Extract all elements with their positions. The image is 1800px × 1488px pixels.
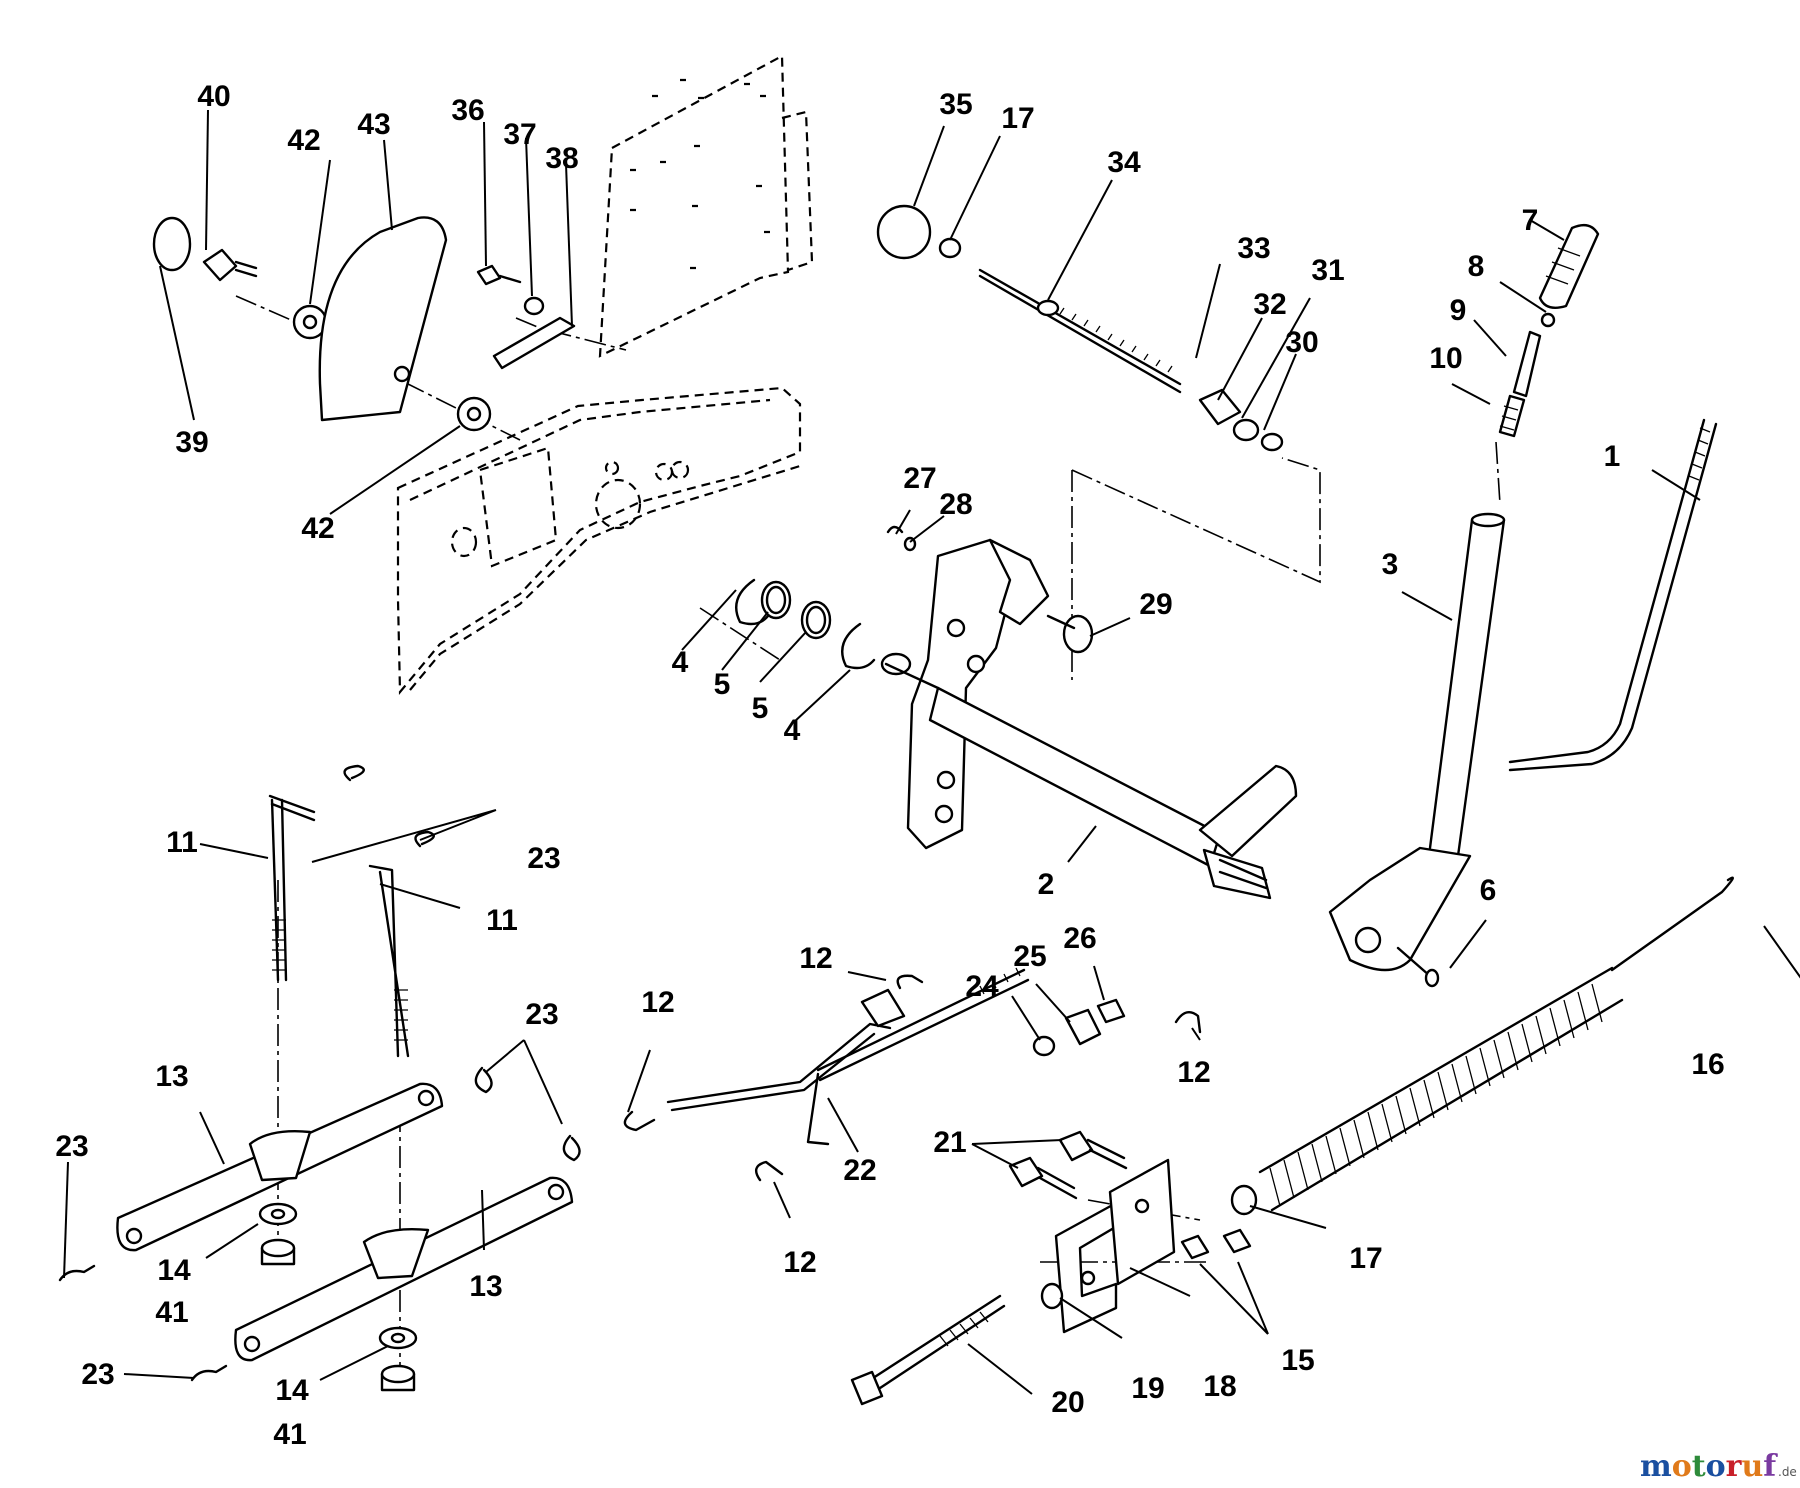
spring-bracket <box>850 1130 1252 1406</box>
label-8: 8 <box>1468 250 1485 283</box>
label-40: 40 <box>197 80 230 113</box>
label-33: 33 <box>1237 232 1270 265</box>
lift-arms <box>116 1082 574 1362</box>
label-6: 6 <box>1480 874 1497 907</box>
label-23c: 23 <box>55 1130 88 1163</box>
label-13a: 13 <box>155 1060 188 1093</box>
adjust-rod <box>876 204 1284 452</box>
lift-rod <box>1508 418 1718 772</box>
label-9: 9 <box>1450 294 1467 327</box>
part-labels: 1 2 3 4 4 5 5 6 7 8 9 10 11 11 12 12 12 … <box>55 80 1724 1451</box>
label-18: 18 <box>1203 1370 1236 1403</box>
label-12c: 12 <box>1177 1056 1210 1089</box>
wm-letter-u: u <box>1741 1449 1763 1484</box>
label-16: 16 <box>1691 1048 1724 1081</box>
wm-letter-r: r <box>1726 1449 1743 1484</box>
label-37: 37 <box>503 118 536 151</box>
label-4b: 4 <box>784 714 801 747</box>
label-4a: 4 <box>672 646 689 679</box>
wm-letter-m: m <box>1640 1449 1672 1484</box>
lift-handle <box>1328 512 1506 972</box>
label-38: 38 <box>545 142 578 175</box>
label-2: 2 <box>1038 868 1055 901</box>
label-41a: 41 <box>155 1296 188 1329</box>
label-39: 39 <box>175 426 208 459</box>
label-25: 25 <box>1013 940 1046 973</box>
label-32: 32 <box>1253 288 1286 321</box>
svg-text:motoruf: motoruf <box>1640 1449 1778 1484</box>
bracket-hardware <box>476 264 576 370</box>
wm-letter-o2: o <box>1706 1449 1726 1484</box>
frame-rail-outline <box>396 386 802 695</box>
label-34: 34 <box>1107 146 1141 179</box>
label-13b: 13 <box>469 1270 502 1303</box>
label-12a: 12 <box>799 942 832 975</box>
label-20: 20 <box>1051 1386 1084 1419</box>
label-10: 10 <box>1429 342 1462 375</box>
label-23d: 23 <box>81 1358 114 1391</box>
label-36: 36 <box>451 94 484 127</box>
label-43: 43 <box>357 108 390 141</box>
wm-letter-o: o <box>1672 1449 1692 1484</box>
washers-nuts <box>258 1202 418 1392</box>
label-11b: 11 <box>486 904 518 937</box>
label-19: 19 <box>1131 1372 1164 1405</box>
lift-shaft <box>880 538 1298 900</box>
label-12b: 12 <box>641 986 674 1019</box>
label-15: 15 <box>1281 1344 1314 1377</box>
label-14b: 14 <box>275 1374 309 1407</box>
label-27: 27 <box>903 462 936 495</box>
lift-links <box>268 794 410 1058</box>
wm-letter-t: t <box>1692 1449 1706 1484</box>
label-23a: 23 <box>525 998 558 1031</box>
label-42a: 42 <box>287 124 320 157</box>
label-5a: 5 <box>714 668 731 701</box>
small-clips <box>886 525 917 552</box>
label-11a: 11 <box>166 826 198 859</box>
label-14a: 14 <box>157 1254 191 1287</box>
label-22: 22 <box>843 1154 876 1187</box>
linkage-rods <box>623 967 1202 1182</box>
label-12d: 12 <box>783 1246 816 1279</box>
label-17b: 17 <box>1349 1242 1382 1275</box>
label-35: 35 <box>939 88 972 121</box>
label-30: 30 <box>1285 326 1318 359</box>
label-29: 29 <box>1139 588 1172 621</box>
lift-spring <box>1230 876 1734 1216</box>
leader-lines <box>63 109 1800 1395</box>
retaining-rings <box>735 578 876 670</box>
label-41b: 41 <box>273 1418 306 1451</box>
label-24: 24 <box>965 970 999 1003</box>
label-3: 3 <box>1382 548 1399 581</box>
wm-letter-f: f <box>1763 1449 1778 1484</box>
pivot-pin <box>1046 614 1094 654</box>
label-1: 1 <box>1604 440 1621 473</box>
label-21: 21 <box>933 1126 966 1159</box>
label-5b: 5 <box>752 692 769 725</box>
label-17a: 17 <box>1001 102 1034 135</box>
label-7: 7 <box>1522 204 1539 237</box>
label-42b: 42 <box>301 512 334 545</box>
handle-bolt <box>1396 946 1440 988</box>
wm-suffix: .de <box>1778 1465 1797 1479</box>
motoruf-watermark: motoruf .de <box>1640 1449 1797 1484</box>
label-28: 28 <box>939 488 972 521</box>
deck-cover-assembly <box>152 216 492 432</box>
label-26: 26 <box>1063 922 1096 955</box>
label-31: 31 <box>1311 254 1344 287</box>
handle-grip <box>1498 223 1600 438</box>
hairpin-clips <box>58 764 581 1382</box>
label-23b: 23 <box>527 842 560 875</box>
frame-plate-outline <box>598 54 814 358</box>
